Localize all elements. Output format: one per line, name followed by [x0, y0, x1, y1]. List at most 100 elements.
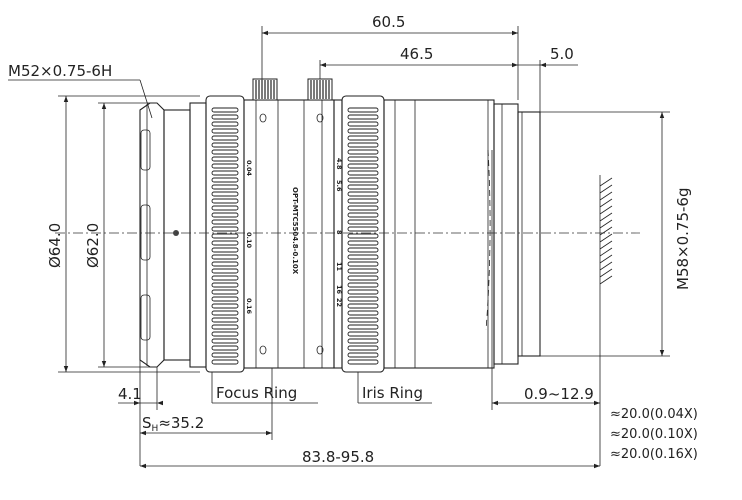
- c-mount: [517, 111, 541, 357]
- hatch-line: [599, 226, 613, 236]
- focus-ring-ridge: [211, 177, 239, 183]
- sh-subscript: H: [152, 424, 159, 434]
- bezel-slot-bottom: [140, 294, 151, 341]
- iris-lock-knob[interactable]: [307, 78, 333, 101]
- iris-ring-ridge: [347, 121, 379, 127]
- focus-ring-ridge: [211, 359, 239, 365]
- focus-ring-ridge: [211, 184, 239, 190]
- iris-ring-ridge: [347, 156, 379, 162]
- front-offset-text: 4.1: [118, 385, 142, 403]
- iris-ring-ridge: [347, 177, 379, 183]
- bezel-slot-top: [140, 129, 151, 171]
- dim-overall-text: 60.5: [372, 13, 405, 31]
- outer-diameter-text: Ø64.0: [46, 223, 64, 268]
- iris-ring-ridge: [347, 170, 379, 176]
- focus-ring-ridge: [211, 226, 239, 232]
- focus-ring-ridge: [211, 282, 239, 288]
- marker-dot-2: [259, 345, 267, 355]
- focus-ring-ridge: [211, 142, 239, 148]
- sh-symbol: S: [142, 414, 152, 432]
- dimension-arrowhead: [140, 463, 146, 469]
- hatch-line: [599, 212, 613, 222]
- dimension-arrowhead: [540, 62, 546, 68]
- focus-ring-ridge: [211, 352, 239, 358]
- focus-ring-ridge: [211, 121, 239, 127]
- inner-diameter-text: Ø62.0: [84, 223, 102, 268]
- focus-ring-ridge: [211, 317, 239, 323]
- hatch-line: [599, 247, 613, 257]
- focus-ring-ridge: [211, 324, 239, 330]
- iris-ring-label: Iris Ring: [362, 384, 423, 402]
- focus-scale-mark: 0.10: [245, 232, 253, 249]
- iris-scale-mark: 8: [335, 230, 343, 235]
- iris-ring-ridge: [347, 317, 379, 323]
- iris-ring-ridge: [347, 303, 379, 309]
- iris-ring-ridge: [347, 331, 379, 337]
- focus-ring-ridge: [211, 128, 239, 134]
- total-length-text: 83.8-95.8: [302, 448, 374, 466]
- bezel-slot-middle: [140, 204, 151, 261]
- focus-scale-mark: 0.16: [245, 298, 253, 315]
- front-thread-text: M52×0.75-6H: [8, 62, 112, 80]
- hatch-line: [599, 219, 613, 229]
- iris-ring-ridge: [347, 184, 379, 190]
- dimension-arrowhead: [101, 361, 107, 367]
- iris-ring-ridge: [347, 296, 379, 302]
- focus-ring-ridge: [211, 156, 239, 162]
- iris-ring-ridge: [347, 268, 379, 274]
- hatch-line: [599, 177, 613, 187]
- iris-ring-ridge: [347, 289, 379, 295]
- iris-ring-ridge: [347, 226, 379, 232]
- mount-thread-text: M58×0.75-6g: [674, 188, 692, 290]
- iris-ring-ridge: [347, 345, 379, 351]
- focus-ring-ridge: [211, 114, 239, 120]
- iris-scale-mark: 22: [335, 298, 343, 307]
- hatch-line: [599, 233, 613, 243]
- focus-ring-ridge: [211, 233, 239, 239]
- focus-ring-ridge: [211, 310, 239, 316]
- focus-ring-ridge: [211, 198, 239, 204]
- hatch-line: [599, 268, 613, 278]
- m52-leader: [139, 79, 153, 119]
- focus-ring-ridge: [211, 345, 239, 351]
- iris-ring-ridge: [347, 219, 379, 225]
- hatch-line: [599, 240, 613, 250]
- focus-lock-knob[interactable]: [252, 78, 278, 101]
- rear-barrel: [383, 99, 495, 369]
- focus-ring-label: Focus Ring: [216, 384, 297, 402]
- focus-ring-ridge: [211, 331, 239, 337]
- dimension-arrowhead: [262, 30, 268, 36]
- dimension-arrowhead: [659, 350, 665, 356]
- hatch-line: [599, 184, 613, 194]
- lens-body: OPT-MTC5504.8-0.10X: [139, 78, 613, 373]
- focus-ring-ridge: [211, 338, 239, 344]
- rear-collar: [493, 103, 519, 365]
- marker-dot-4: [316, 345, 324, 355]
- focus-ring[interactable]: [205, 95, 245, 373]
- iris-ring-ridge: [347, 142, 379, 148]
- sh-value: ≈35.2: [158, 414, 204, 432]
- focus-ring-ridge: [211, 303, 239, 309]
- focus-ring-ridge: [211, 289, 239, 295]
- middle-barrel: [243, 99, 335, 369]
- dimension-arrowhead: [512, 30, 518, 36]
- focus-ring-ridge: [211, 205, 239, 211]
- focus-ring-ridge: [211, 149, 239, 155]
- iris-ring-ridge: [347, 310, 379, 316]
- marker-dot-3: [316, 113, 324, 123]
- focus-ring-ridge: [211, 212, 239, 218]
- dimension-arrowhead: [134, 400, 140, 406]
- iris-ring[interactable]: [341, 95, 385, 373]
- iris-ring-ridge: [347, 338, 379, 344]
- iris-ring-ridge: [347, 233, 379, 239]
- marker-dot-1: [259, 113, 267, 123]
- iris-scale-mark: 5.6: [335, 180, 343, 192]
- dimension-arrowhead: [157, 400, 163, 406]
- dimension-arrowhead: [63, 96, 69, 102]
- focus-scale: 0.040.100.16: [245, 160, 253, 315]
- focus-ring-ridge: [211, 261, 239, 267]
- iris-ring-ridge: [347, 240, 379, 246]
- dim-mount-text: 5.0: [550, 45, 574, 63]
